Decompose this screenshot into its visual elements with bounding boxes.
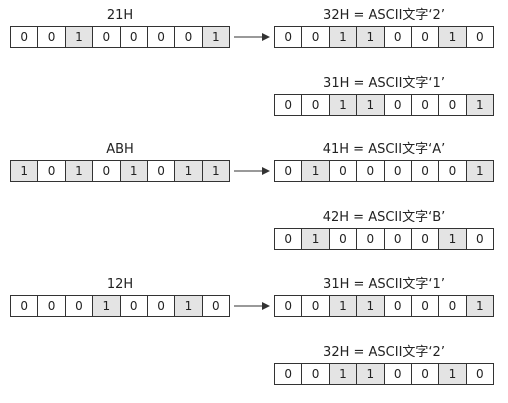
bit-cell: 1 bbox=[328, 296, 357, 316]
bit-cell: 1 bbox=[438, 27, 466, 47]
bit-cell: 1 bbox=[301, 161, 329, 181]
conversion-arrow bbox=[234, 167, 270, 175]
bit-cell: 1 bbox=[438, 364, 466, 384]
bit-cell: 1 bbox=[11, 161, 38, 181]
target-label: 41H = ASCII文字‘A’ bbox=[322, 142, 446, 157]
bit-cell: 0 bbox=[410, 161, 438, 181]
conversion-arrow bbox=[234, 33, 270, 41]
bit-cell: 1 bbox=[328, 27, 357, 47]
bit-cell: 0 bbox=[284, 299, 292, 313]
bit-cell: 0 bbox=[383, 229, 411, 249]
target-label: 31H = ASCII文字‘1’ bbox=[323, 76, 445, 91]
bit-cell: 1 bbox=[174, 296, 202, 316]
bit-cell: 0 bbox=[20, 299, 28, 313]
bit-cell: 0 bbox=[301, 95, 328, 115]
bit-cell: 1 bbox=[119, 161, 147, 181]
source-label: ABH bbox=[106, 142, 134, 157]
bit-cell: 0 bbox=[174, 27, 201, 47]
bit-cell: 0 bbox=[201, 296, 229, 316]
bit-cell: 0 bbox=[383, 161, 411, 181]
target-label: 31H = ASCII文字‘1’ bbox=[323, 277, 445, 292]
bit-cell: 1 bbox=[64, 161, 93, 181]
bit-cell: 0 bbox=[284, 98, 292, 112]
bit-cell: 0 bbox=[37, 27, 64, 47]
bit-cell: 0 bbox=[146, 161, 174, 181]
bit-cell: 1 bbox=[438, 229, 466, 249]
bit-cell: 0 bbox=[383, 296, 411, 316]
bit-cell: 1 bbox=[356, 27, 384, 47]
bit-cell: 1 bbox=[92, 296, 120, 316]
bit-cell: 0 bbox=[328, 161, 356, 181]
target-label: 32H = ASCII文字‘2’ bbox=[323, 345, 445, 360]
bit-cell: 0 bbox=[92, 27, 119, 47]
bit-cell: 0 bbox=[383, 27, 411, 47]
target-label: 32H = ASCII文字‘2’ bbox=[323, 8, 445, 23]
bit-cell: 1 bbox=[201, 27, 229, 47]
bit-cell: 0 bbox=[438, 296, 465, 316]
bit-cell: 1 bbox=[465, 161, 493, 181]
bit-cell: 0 bbox=[465, 27, 493, 47]
bit-cell: 1 bbox=[356, 95, 384, 115]
target-label: 42H = ASCII文字‘B’ bbox=[322, 210, 446, 225]
bit-cell: 0 bbox=[465, 229, 493, 249]
bit-cell: 1 bbox=[64, 27, 93, 47]
bit-cell: 0 bbox=[119, 296, 147, 316]
source-label: 21H bbox=[106, 8, 134, 23]
bit-cell: 0 bbox=[146, 27, 174, 47]
bit-cell: 0 bbox=[465, 364, 493, 384]
bit-cell: 0 bbox=[146, 296, 174, 316]
bit-cell: 0 bbox=[410, 364, 438, 384]
bit-cell: 0 bbox=[301, 364, 328, 384]
bit-cell: 0 bbox=[37, 161, 64, 181]
bit-cell: 1 bbox=[301, 229, 329, 249]
bit-cell: 0 bbox=[383, 364, 411, 384]
bit-cell: 0 bbox=[301, 296, 328, 316]
bit-cell: 0 bbox=[284, 30, 292, 44]
bit-cell: 0 bbox=[356, 161, 383, 181]
bit-cell: 1 bbox=[465, 95, 493, 115]
source-label: 12H bbox=[106, 277, 134, 292]
bit-cell: 1 bbox=[465, 296, 493, 316]
bit-cell: 0 bbox=[410, 95, 438, 115]
bit-cell: 1 bbox=[356, 296, 384, 316]
bit-cell: 0 bbox=[284, 367, 292, 381]
bit-cell: 1 bbox=[201, 161, 229, 181]
bit-cell: 0 bbox=[37, 296, 64, 316]
bit-cell: 0 bbox=[92, 161, 119, 181]
bit-cell: 0 bbox=[438, 95, 465, 115]
bit-cell: 1 bbox=[328, 95, 357, 115]
bit-cell: 0 bbox=[119, 27, 147, 47]
bit-cell: 1 bbox=[328, 364, 357, 384]
bit-cell: 1 bbox=[356, 364, 384, 384]
bit-cell: 0 bbox=[64, 296, 92, 316]
bit-cell: 0 bbox=[284, 232, 292, 246]
bit-cell: 0 bbox=[383, 95, 411, 115]
bit-cell: 0 bbox=[284, 164, 292, 178]
bit-cell: 0 bbox=[356, 229, 383, 249]
bit-cell: 1 bbox=[174, 161, 202, 181]
bit-cell: 0 bbox=[20, 30, 28, 44]
bit-cell: 0 bbox=[410, 27, 438, 47]
bit-cell: 0 bbox=[328, 229, 356, 249]
bit-cell: 0 bbox=[301, 27, 328, 47]
bit-cell: 0 bbox=[410, 229, 438, 249]
bit-cell: 0 bbox=[438, 161, 465, 181]
conversion-arrow bbox=[234, 302, 270, 310]
bit-cell: 0 bbox=[410, 296, 438, 316]
